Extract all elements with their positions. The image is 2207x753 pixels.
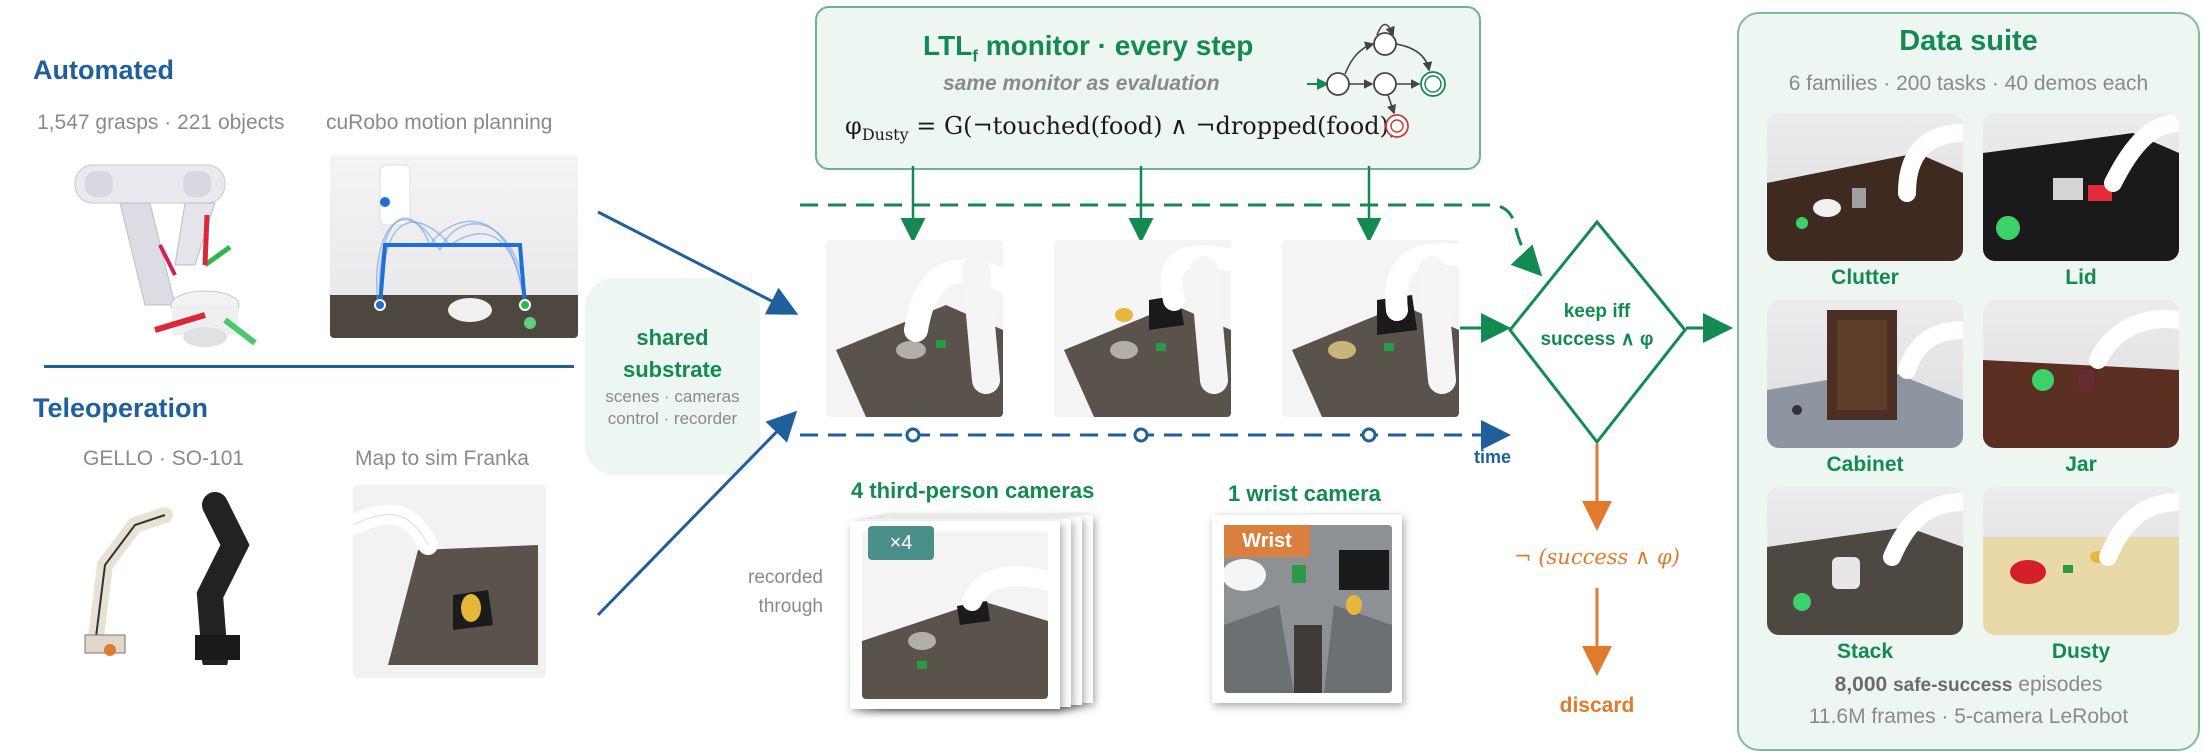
suite-subtitle: 6 families · 200 tasks · 40 demos each xyxy=(1788,72,2149,95)
family-tile-lid xyxy=(1983,113,2179,261)
monitor-title-ltl: LTL xyxy=(923,30,973,61)
automated-title: Automated xyxy=(33,55,174,85)
episodes-line: 8,000 safe-success episodes xyxy=(1737,673,2200,697)
frames-line: 11.6M frames · 5-camera LeRobot xyxy=(1808,705,2129,728)
substrate-title-line1: shared xyxy=(636,325,709,350)
teleoperation-title: Teleoperation xyxy=(33,393,209,423)
wrist-badge: Wrist xyxy=(1224,525,1310,557)
family-label-3: Cabinet xyxy=(1826,453,1904,476)
recorded-through-label: recorded through xyxy=(723,563,823,621)
camera-count-badge: ×4 xyxy=(868,526,934,560)
grasp-illustration xyxy=(65,155,265,350)
wrist-title: 1 wrist camera xyxy=(1228,481,1381,506)
family-tile-clutter xyxy=(1767,113,1963,261)
family-tile-jar xyxy=(1983,300,2179,448)
motion-planning-image xyxy=(330,155,578,338)
automaton-icon xyxy=(1307,23,1446,138)
family-label-4: Jar xyxy=(2065,453,2097,476)
filter-diamond xyxy=(1508,219,1687,445)
recorded-line1: recorded xyxy=(748,567,823,588)
map-caption: Map to sim Franka xyxy=(355,447,529,470)
sim-franka-image xyxy=(353,485,546,678)
keep-label: keep iff success ∧ φ xyxy=(1527,298,1667,354)
section-divider xyxy=(44,365,574,368)
substrate-items-line1: scenes · cameras xyxy=(605,387,740,406)
timeline-frame-2 xyxy=(1054,240,1231,417)
episodes-kind: safe-success xyxy=(1893,675,2013,696)
camera-card-front: ×4 xyxy=(850,521,1060,709)
reject-label: ¬ (success ∧ φ) xyxy=(1514,545,1680,569)
timeline-frame-1 xyxy=(826,240,1003,417)
monitor-title-rest: monitor · every step xyxy=(985,30,1254,61)
monitor-title-sub: f xyxy=(972,46,978,66)
episodes-word: episodes xyxy=(2018,673,2103,696)
family-tile-stack xyxy=(1767,487,1963,635)
planning-caption: cuRobo motion planning xyxy=(326,111,553,134)
formula-lhs-sub: Dusty xyxy=(861,124,909,144)
monitor-formula: φDusty = G(¬touched(food) ∧ ¬dropped(foo… xyxy=(845,112,1398,144)
episodes-count: 8,000 xyxy=(1834,673,1888,696)
family-tile-cabinet xyxy=(1767,300,1963,448)
family-label-6: Dusty xyxy=(2051,640,2111,663)
wrist-camera-card: Wrist xyxy=(1212,515,1402,703)
grasps-caption: 1,547 grasps · 221 objects xyxy=(37,111,285,134)
third-person-title: 4 third-person cameras xyxy=(851,478,1095,503)
substrate-items-line2: control · recorder xyxy=(607,409,738,428)
substrate-items: scenes · cameras control · recorder xyxy=(585,386,760,430)
family-label-5: Stack xyxy=(1836,640,1894,663)
substrate-title-line2: substrate xyxy=(622,357,723,382)
formula-lhs: φ xyxy=(845,112,862,140)
suite-title: Data suite xyxy=(1899,25,2038,57)
keep-line2: success ∧ φ xyxy=(1540,329,1654,350)
time-label: time xyxy=(1474,447,1512,467)
devices-caption: GELLO · SO-101 xyxy=(83,447,245,470)
monitor-title: LTLf monitor · every step xyxy=(923,30,1253,67)
teleop-devices-image xyxy=(65,485,285,665)
family-label-2: Lid xyxy=(2065,266,2097,289)
formula-rhs: = G(¬touched(food) ∧ ¬dropped(food)) xyxy=(916,112,1399,140)
substrate-title: shared substrate xyxy=(585,322,760,386)
keep-line1: keep iff xyxy=(1563,301,1631,322)
recorded-line2: through xyxy=(758,596,823,617)
family-tile-dusty xyxy=(1983,487,2179,635)
family-label-1: Clutter xyxy=(1831,266,1899,289)
timeline-frame-3 xyxy=(1282,240,1459,417)
shared-substrate-panel xyxy=(585,278,760,475)
monitor-subtitle: same monitor as evaluation xyxy=(943,72,1220,95)
discard-label: discard xyxy=(1559,694,1635,717)
